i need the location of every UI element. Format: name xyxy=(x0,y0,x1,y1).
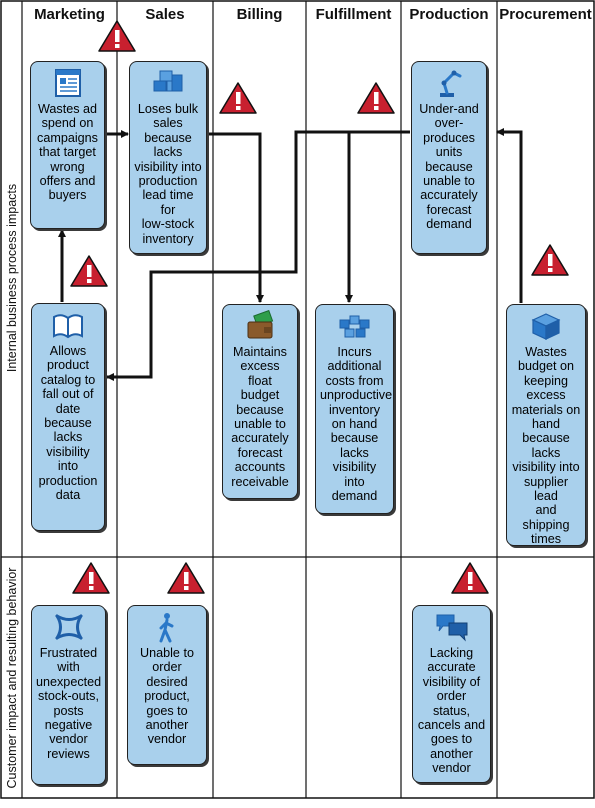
robot-arm-icon xyxy=(440,70,462,97)
warning-icon xyxy=(531,244,569,276)
lane-header-procurement: Procurement xyxy=(499,6,592,23)
lane-header-marketing: Marketing xyxy=(34,6,105,23)
warning-icon xyxy=(451,562,489,594)
arrow-sales-to-billing xyxy=(207,132,264,303)
box-text: Lacking accurate visibility of order sta… xyxy=(417,646,486,776)
box-marketing-frustrated: Frustrated with unexpected stock-outs, p… xyxy=(31,605,106,785)
box-production-order-status: Lacking accurate visibility of order sta… xyxy=(412,605,491,783)
box-production-units: Under-and over- produces units because u… xyxy=(411,61,487,254)
box-text: Unable to order desired product, goes to… xyxy=(140,646,194,747)
warning-icon xyxy=(98,20,136,52)
box-text: Maintains excess float budget because un… xyxy=(231,345,289,489)
frustrated-burst-icon xyxy=(55,614,82,640)
wallet-money-icon xyxy=(247,310,274,339)
box-billing-float: Maintains excess float budget because un… xyxy=(222,304,298,499)
open-book-icon xyxy=(53,314,83,339)
box-sales-vendor: Unable to order desired product, goes to… xyxy=(127,605,207,765)
box-procurement-materials: Wastes budget on keeping excess material… xyxy=(506,304,586,546)
inventory-boxes-icon xyxy=(339,315,369,338)
box-text: Allows product catalog to fall out of da… xyxy=(38,344,98,503)
box-text: Under-and over- produces units because u… xyxy=(419,102,479,232)
open-box-icon xyxy=(531,313,561,340)
box-text: Frustrated with unexpected stock-outs, p… xyxy=(36,646,102,761)
arrow-production-to-catalog xyxy=(106,130,410,381)
lane-header-production: Production xyxy=(409,6,489,23)
warning-icon xyxy=(167,562,205,594)
boxes-stack-icon xyxy=(153,70,183,92)
warning-icon xyxy=(72,562,110,594)
box-text: Wastes ad spend on campaigns that target… xyxy=(37,102,98,203)
box-fulfillment-inventory: Incurs additional costs from unproductiv… xyxy=(315,304,394,514)
lane-header-billing: Billing xyxy=(236,6,283,23)
box-marketing-catalog: Allows product catalog to fall out of da… xyxy=(31,303,105,531)
arrow-procurement-to-production xyxy=(496,128,523,303)
warning-icon xyxy=(219,82,257,114)
lane-header-fulfillment: Fulfillment xyxy=(315,6,392,23)
chat-bubbles-icon xyxy=(436,614,467,642)
box-text: Incurs additional costs from unproductiv… xyxy=(320,345,393,504)
box-marketing-adspend: Wastes ad spend on campaigns that target… xyxy=(30,61,105,229)
lane-header-sales: Sales xyxy=(145,6,185,23)
box-sales-bulk: Loses bulk sales because lacks visibilit… xyxy=(129,61,207,254)
box-text: Loses bulk sales because lacks visibilit… xyxy=(134,102,202,246)
box-text: Wastes budget on keeping excess material… xyxy=(511,345,581,547)
web-page-icon xyxy=(54,69,81,97)
walking-person-icon xyxy=(159,613,174,643)
warning-icon xyxy=(70,255,108,287)
warning-icon xyxy=(357,82,395,114)
